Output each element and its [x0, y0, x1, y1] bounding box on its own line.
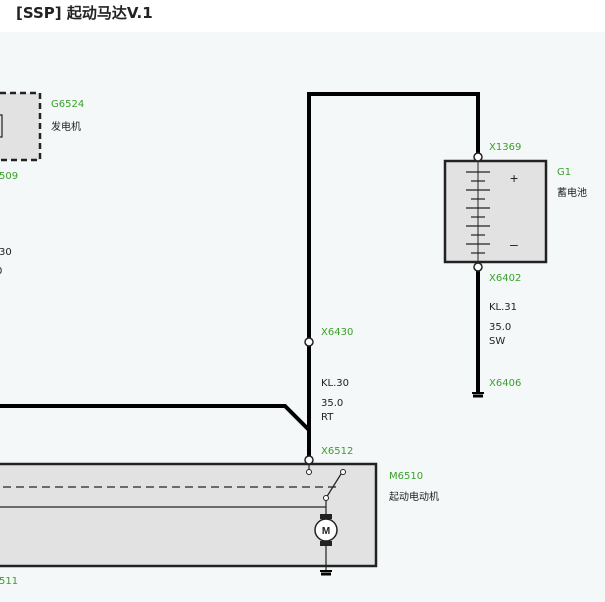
left-feed-wire[interactable] — [0, 404, 311, 432]
battery-component[interactable]: + – — [443, 159, 548, 264]
starter-id: M6510 — [389, 471, 423, 482]
page-title: [SSP] 起动马达V.1 — [16, 4, 153, 22]
switch-pivot — [323, 495, 329, 501]
generator-connector-partial: 509 — [0, 171, 18, 182]
battery-plus-sign: + — [510, 170, 518, 186]
ground-x6406-label: X6406 — [489, 378, 521, 389]
switch-contact-b — [340, 469, 346, 475]
title-bar: [SSP] 起动马达V.1 — [0, 0, 605, 32]
battery-name: 蓄电池 — [557, 186, 587, 199]
wire-ground-terminal: KL.31 — [489, 302, 517, 313]
connector-x6512-pin[interactable] — [304, 455, 314, 465]
switch-contact-a — [306, 469, 312, 475]
battery-box — [443, 159, 548, 264]
battery-minus-sign: – — [510, 236, 518, 252]
generator-component[interactable] — [0, 91, 42, 162]
starter-name: 起动电动机 — [389, 490, 439, 503]
ground-x6406-symbol[interactable] — [472, 392, 484, 398]
main-feed-wire-upper[interactable] — [307, 92, 480, 342]
wire-main-color: RT — [321, 412, 334, 423]
motor-brush-bottom — [320, 541, 332, 546]
connector-x6402-label: X6402 — [489, 273, 521, 284]
motor-brush-top — [320, 514, 332, 519]
connector-x6430-pin[interactable] — [304, 337, 314, 347]
generator-inner-symbol — [0, 114, 3, 138]
connector-x1369-pin[interactable] — [473, 152, 483, 162]
motor-symbol: M — [322, 526, 330, 537]
battery-cells — [466, 171, 490, 254]
connector-x6430-label: X6430 — [321, 327, 353, 338]
generator-box — [0, 91, 42, 162]
wire-ground-color: SW — [489, 336, 505, 347]
starter-connector-partial: 511 — [0, 576, 18, 587]
wire-main-size: 35.0 — [321, 398, 343, 409]
connector-x1369-label: X1369 — [489, 142, 521, 153]
starter-box — [0, 462, 378, 568]
connector-x6512-label: X6512 — [321, 446, 353, 457]
wire-ground-size: 35.0 — [489, 322, 511, 333]
switch-arm — [325, 473, 342, 499]
connector-x6402-pin[interactable] — [473, 262, 483, 272]
generator-id: G6524 — [51, 99, 84, 110]
left-partial-label-2: 0 — [0, 266, 2, 277]
generator-name: 发电机 — [51, 120, 81, 133]
left-partial-label-1: 30 — [0, 247, 12, 258]
battery-id: G1 — [557, 167, 571, 178]
starter-component[interactable]: M — [0, 460, 378, 572]
wire-main-terminal: KL.30 — [321, 378, 349, 389]
starter-ground-symbol[interactable] — [320, 570, 332, 576]
